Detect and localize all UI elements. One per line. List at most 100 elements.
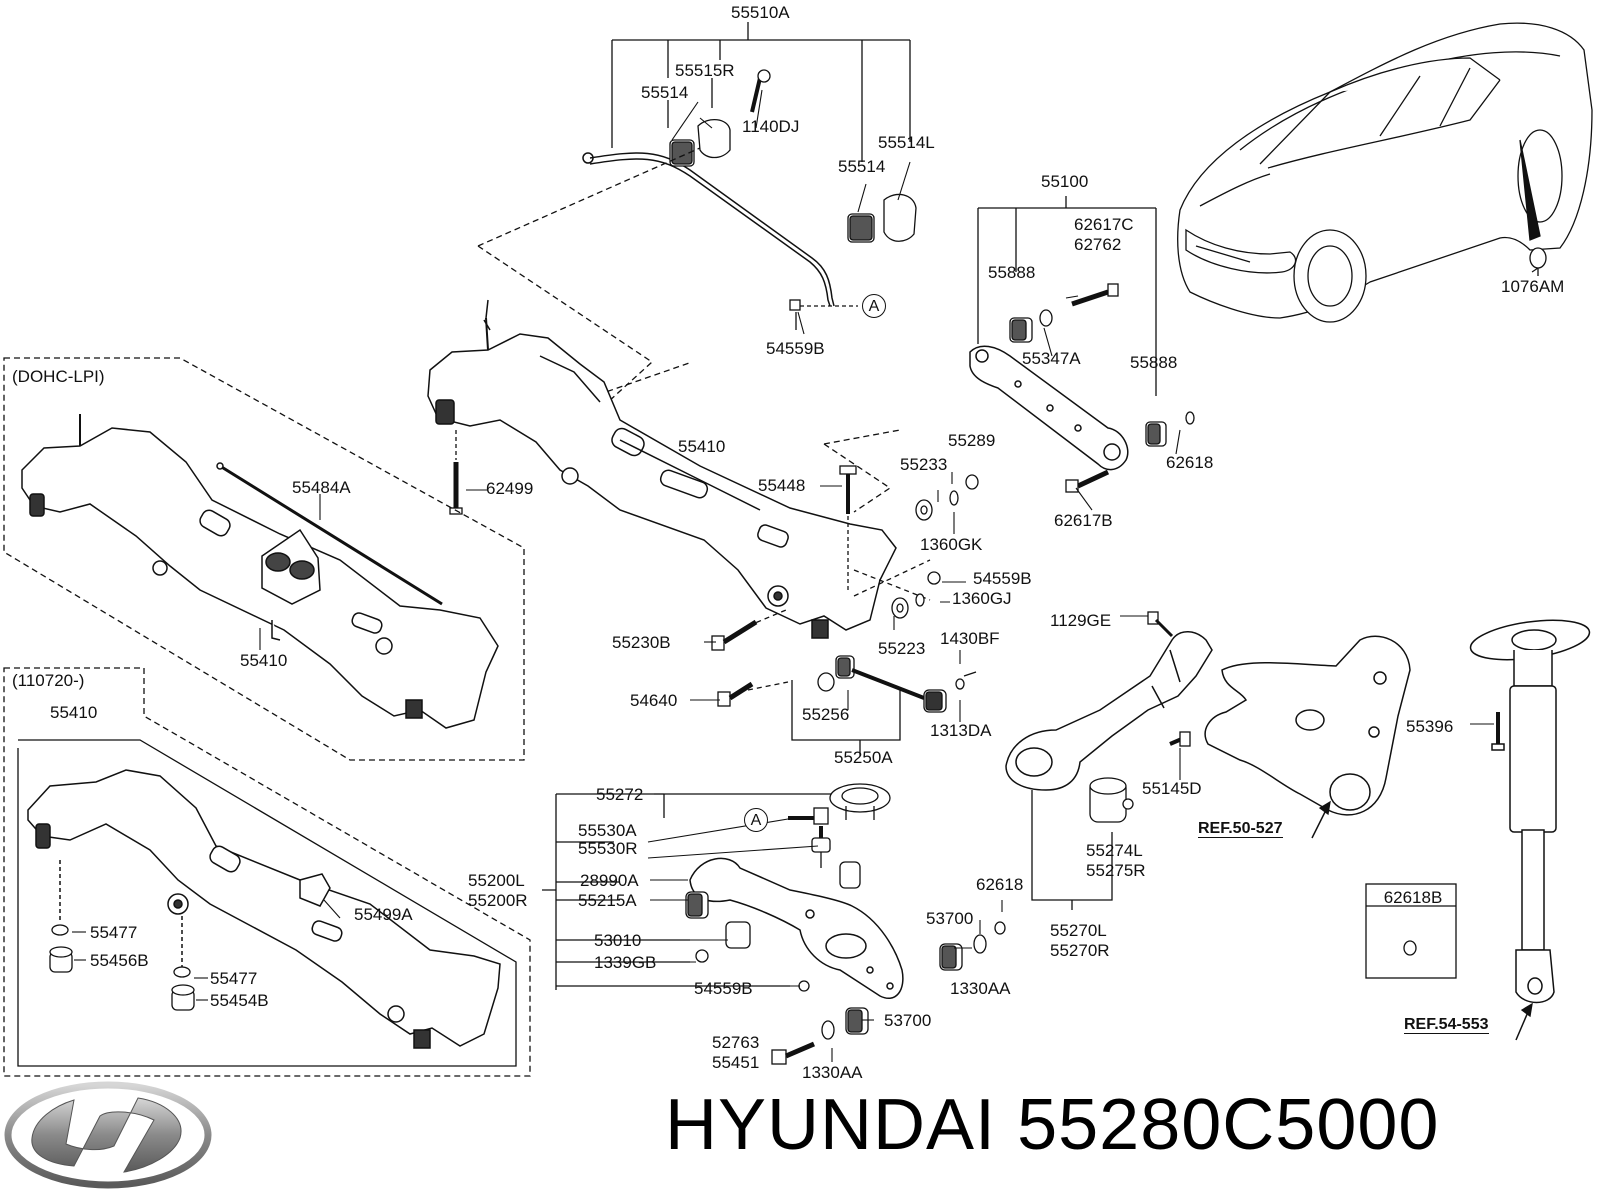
low-subframe-frame: [17, 739, 517, 1067]
label-1360GJ: 1360GJ: [952, 589, 1012, 608]
label-55888-top: 55888: [988, 263, 1036, 282]
car-illustration: [1177, 22, 1593, 323]
label-55347A: 55347A: [1022, 349, 1081, 368]
bolt-55230B: [711, 619, 758, 651]
subframe-lower: [27, 769, 501, 1049]
label-1313DA: 1313DA: [930, 721, 992, 740]
part-title: HYUNDAI 55280C5000: [665, 1085, 1439, 1165]
upper-arm-bracket-lines: [977, 196, 1157, 396]
ref-54-553[interactable]: REF.54-553: [1404, 1016, 1489, 1034]
shock-absorber: [1469, 619, 1591, 1004]
hyundai-logo: [4, 1081, 212, 1189]
label-55514L: 55514L: [878, 133, 935, 152]
bushing-55274L: [1089, 777, 1134, 823]
part-62618B-box: [1365, 883, 1457, 979]
label-55145D: 55145D: [1142, 779, 1202, 798]
label-55514-top: 55514: [641, 83, 689, 102]
bushings-lower-arm: [685, 861, 1006, 1065]
trailing-arm-55270: [1005, 631, 1213, 791]
label-55250A: 55250A: [834, 748, 893, 767]
label-55410-low: 55410: [50, 703, 98, 722]
label-62762: 62762: [1074, 235, 1122, 254]
label-54559B-mid: 54559B: [973, 569, 1032, 588]
ref-arrows: [1311, 800, 1533, 1041]
label-55499A: 55499A: [354, 905, 413, 924]
bushing-55477-55456B: [49, 924, 195, 1011]
label-55410-mid: 55410: [678, 437, 726, 456]
label-55448: 55448: [758, 476, 806, 495]
label-55410-left: 55410: [240, 651, 288, 670]
bushing-55888-top: [1009, 283, 1119, 343]
label-62618-mid: 62618: [976, 875, 1024, 894]
label-55888-right: 55888: [1130, 353, 1178, 372]
label-55477-a: 55477: [90, 923, 138, 942]
label-55274L: 55274L: [1086, 841, 1143, 860]
bushing-clamp-right: [847, 193, 917, 243]
dohc-lpi-dashed-box: [3, 357, 525, 761]
label-1076AM: 1076AM: [1501, 277, 1565, 296]
label-1360GK: 1360GK: [920, 535, 983, 554]
label-62618B: 62618B: [1383, 888, 1443, 907]
knuckle: [1204, 635, 1411, 816]
label-62617B: 62617B: [1054, 511, 1113, 530]
label-55530R: 55530R: [578, 839, 638, 858]
label-62617C: 62617C: [1074, 215, 1134, 234]
label-54559B-top: 54559B: [766, 339, 825, 358]
bolt-54640: [717, 681, 754, 707]
stabilizer-bar: [582, 152, 835, 307]
bushing-clamp-top: [669, 69, 771, 167]
label-62499: 62499: [486, 479, 534, 498]
label-53700-up: 53700: [926, 909, 974, 928]
bolt-55448: [839, 465, 857, 590]
label-55289: 55289: [948, 431, 996, 450]
label-55396: 55396: [1406, 717, 1454, 736]
label-1129GE: 1129GE: [1050, 611, 1112, 630]
spring-seat-55272: [829, 783, 891, 820]
label-55484A: 55484A: [292, 478, 351, 497]
label-55215A: 55215A: [578, 891, 637, 910]
washer-55233: [915, 474, 979, 521]
label-1339GB: 1339GB: [594, 953, 657, 972]
ref-50-527[interactable]: REF.50-527: [1198, 820, 1283, 838]
label-55200R: 55200R: [468, 891, 528, 910]
bolt-62499: [449, 430, 463, 515]
label-53010: 53010: [594, 931, 642, 950]
label-1430BF: 1430BF: [940, 629, 1000, 648]
label-55451: 55451: [712, 1053, 760, 1072]
label-55456B: 55456B: [90, 951, 149, 970]
bushing-55888-right: [1065, 411, 1195, 493]
label-55270R: 55270R: [1050, 941, 1110, 960]
label-52763: 52763: [712, 1033, 760, 1052]
label-55223: 55223: [878, 639, 926, 658]
label-55454B: 55454B: [210, 991, 269, 1010]
label-28990A: 28990A: [580, 871, 639, 890]
lateral-link-55250A: [817, 655, 977, 713]
washer-55223: [891, 571, 941, 619]
subframe-dohc-lpi: [21, 414, 499, 729]
label-1330AA-up: 1330AA: [950, 979, 1011, 998]
date-code-dashed-box: [3, 667, 531, 1077]
label-53700-low: 53700: [884, 1011, 932, 1030]
leader-lines: [72, 89, 1539, 1062]
subframe-center: [427, 299, 897, 639]
bolt-55145D: [1169, 731, 1191, 747]
brand-name: HYUNDAI: [665, 1085, 997, 1165]
label-55510A: 55510A: [731, 3, 790, 22]
label-55477-b: 55477: [210, 969, 258, 988]
label-55514-right: 55514: [838, 157, 886, 176]
stabilizer-bracket-lines: [611, 22, 911, 162]
note-dohc-lpi: (DOHC-LPI): [12, 367, 105, 386]
part-number: 55280C5000: [1017, 1085, 1440, 1165]
label-55233: 55233: [900, 455, 948, 474]
label-54640: 54640: [630, 691, 678, 710]
bolt-1129GE: [1147, 611, 1174, 638]
label-55515R: 55515R: [675, 61, 735, 80]
stabilizer-link-nut: [789, 299, 858, 330]
stabilizer-link-55530: [788, 807, 831, 868]
lower-arm-bracket-lines: [542, 793, 842, 990]
label-55100: 55100: [1041, 172, 1089, 191]
label-55272: 55272: [596, 785, 644, 804]
lower-arm-55200: [689, 857, 904, 999]
